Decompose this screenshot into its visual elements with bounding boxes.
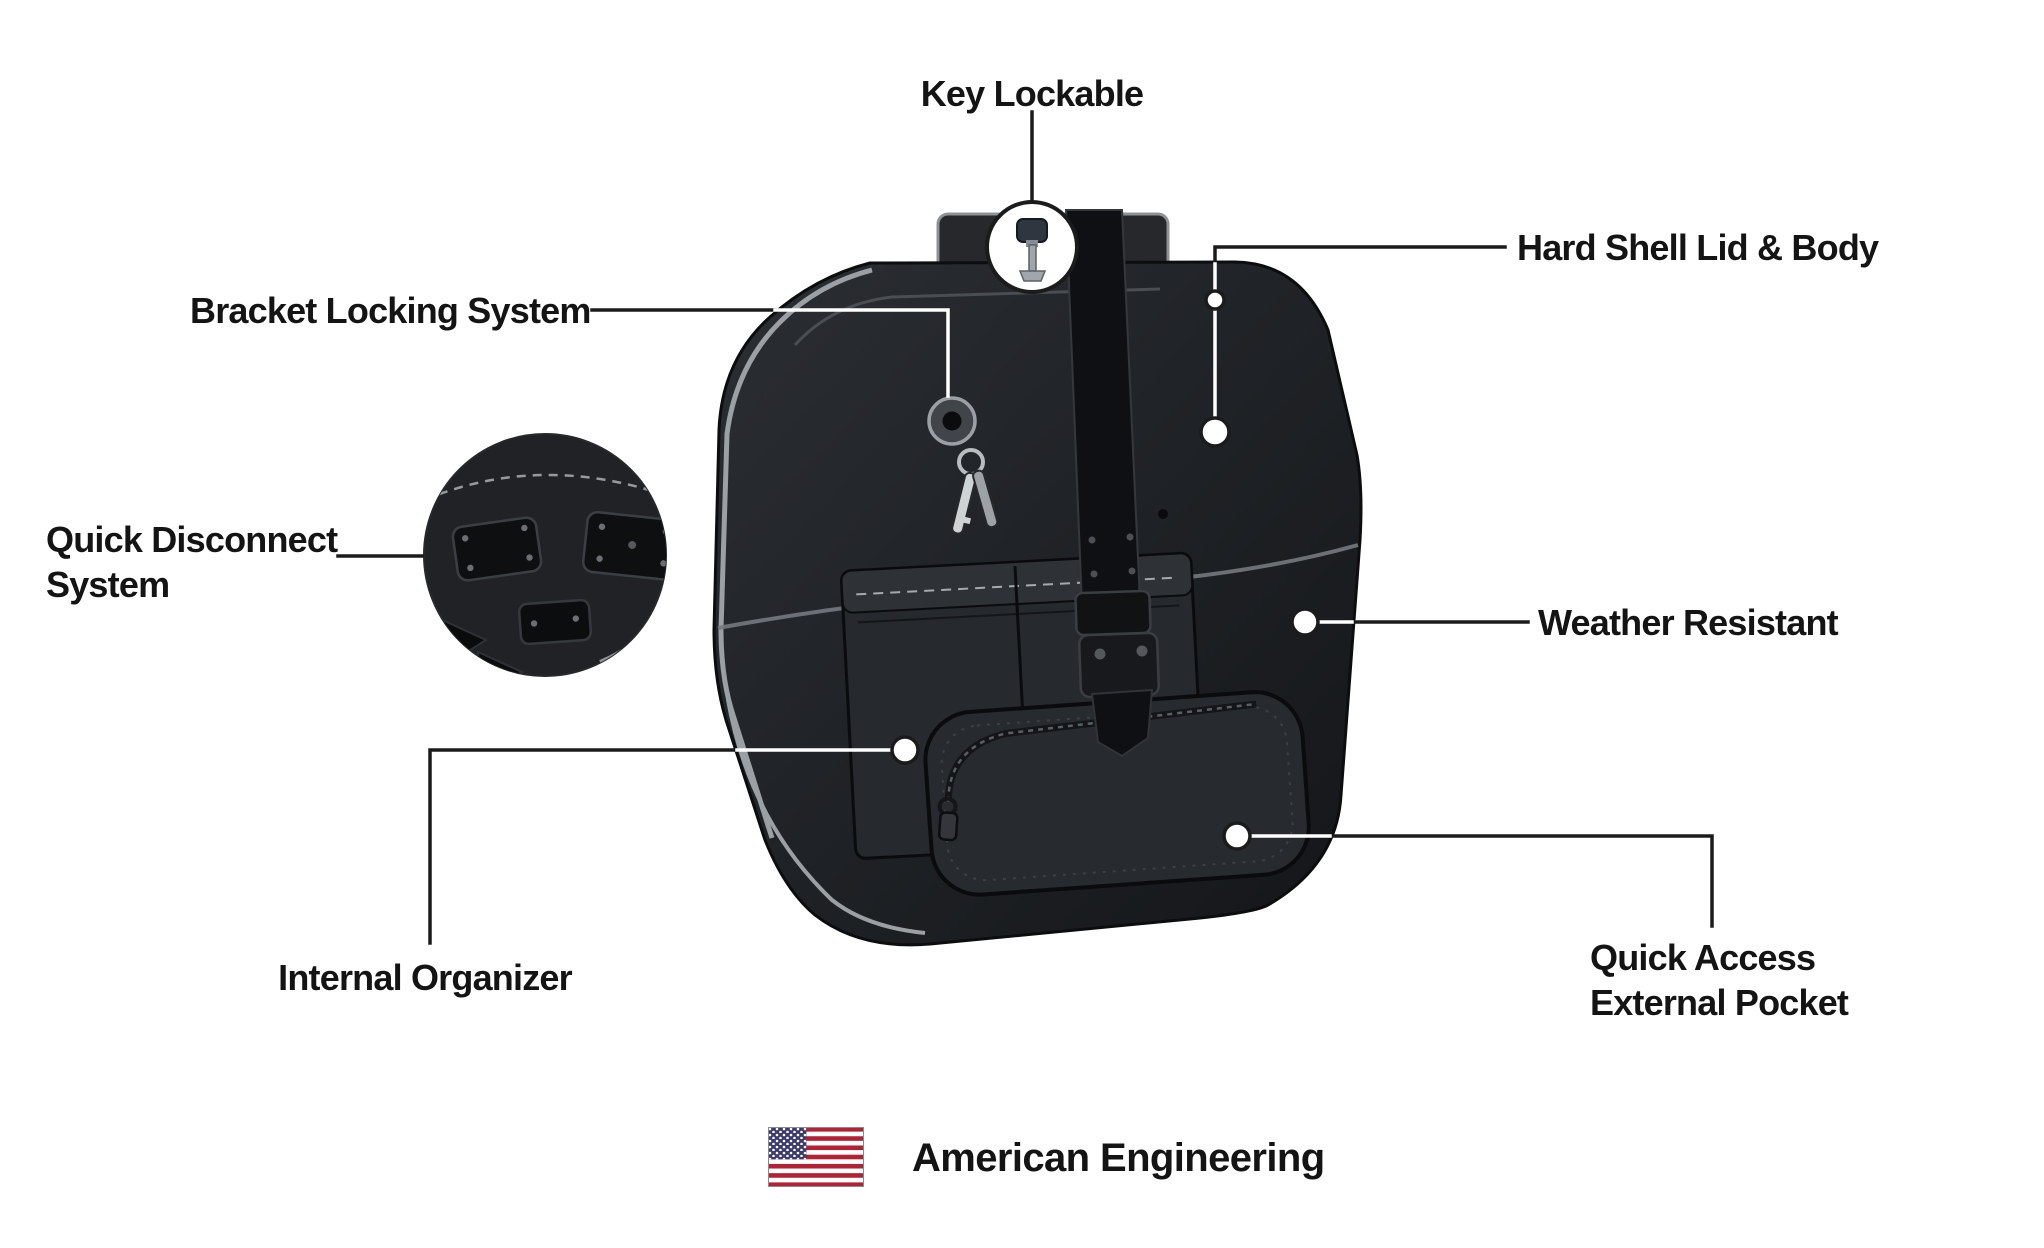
label-hard-shell-lid-body: Hard Shell Lid & Body xyxy=(1517,227,1879,268)
anchor-weather-resistant xyxy=(1290,607,1320,637)
anchor-markers xyxy=(890,289,1320,851)
callout-line-hard-shell xyxy=(1213,245,1507,266)
callout-line-internal-organizer xyxy=(428,748,739,945)
us-flag-icon xyxy=(768,1127,864,1187)
anchor-hard-shell xyxy=(1199,416,1231,448)
label-quick-access-external-pocket: Quick Access External Pocket xyxy=(1590,936,1890,1025)
anchor-internal-organizer xyxy=(890,735,920,765)
label-quick-access-line1: Quick Access xyxy=(1590,937,1816,978)
key-icon xyxy=(1016,218,1048,282)
label-quick-disconnect-line2: System xyxy=(46,563,170,605)
saddlebag-illustration xyxy=(712,209,1363,947)
anchor-quick-access-pocket xyxy=(1222,821,1252,851)
label-internal-organizer: Internal Organizer xyxy=(278,957,572,998)
label-quick-access-line2: External Pocket xyxy=(1590,981,1849,1023)
callout-lines xyxy=(336,110,1714,945)
anchor-hard-shell-small xyxy=(1204,289,1226,311)
external-pocket-illustration xyxy=(923,690,1311,897)
callout-line-quick-access xyxy=(1328,834,1714,928)
lock-and-keys-illustration xyxy=(927,396,999,535)
strap-illustration xyxy=(1064,209,1160,758)
key-badge xyxy=(985,200,1079,294)
quick-disconnect-inset xyxy=(423,433,667,677)
label-quick-disconnect-system: Quick Disconnect System xyxy=(46,518,356,607)
label-key-lockable: Key Lockable xyxy=(920,73,1144,114)
callout-line-bracket-locking-overlay xyxy=(773,308,950,398)
footer-tagline: American Engineering xyxy=(912,1136,1325,1180)
label-bracket-locking-system: Bracket Locking System xyxy=(190,290,591,331)
label-quick-disconnect-line1: Quick Disconnect xyxy=(46,519,338,560)
label-weather-resistant: Weather Resistant xyxy=(1538,602,1839,643)
